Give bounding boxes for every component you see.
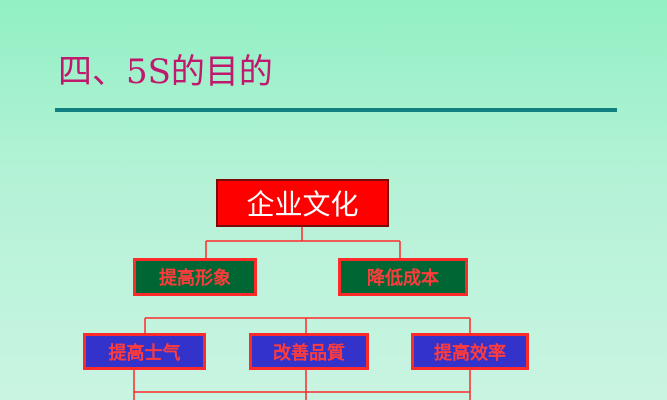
node-reduce-cost: 降低成本 <box>338 258 468 296</box>
node-improve-image: 提高形象 <box>133 258 257 296</box>
title-divider <box>55 108 617 112</box>
node-improve-efficiency: 提高效率 <box>411 333 529 370</box>
node-corporate-culture: 企业文化 <box>216 179 389 227</box>
slide-title: 四、5S的目的 <box>58 52 273 92</box>
node-improve-quality: 改善品質 <box>249 333 369 370</box>
node-improve-morale: 提高士气 <box>83 333 206 370</box>
